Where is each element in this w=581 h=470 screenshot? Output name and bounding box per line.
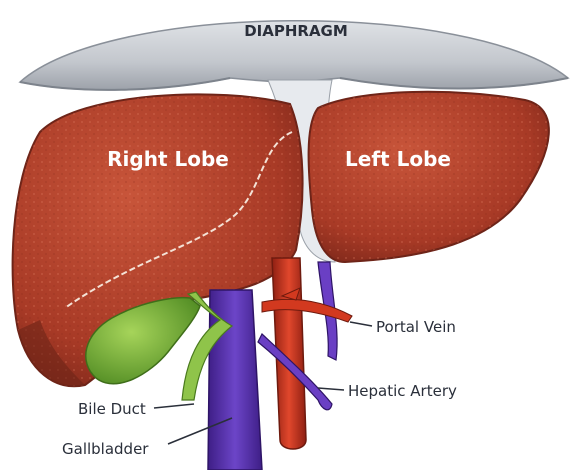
left-lobe-texture: [309, 92, 549, 262]
diaphragm-label: DIAPHRAGM: [244, 22, 348, 40]
bile-duct-label: Bile Duct: [78, 400, 146, 418]
hepatic-artery-leader: [318, 388, 344, 390]
hepatic-artery-label: Hepatic Artery: [348, 382, 457, 400]
portal-vein-leader: [350, 322, 372, 326]
bile-duct-leader: [154, 404, 194, 408]
left-lobe-label: Left Lobe: [345, 147, 451, 171]
gallbladder-label: Gallbladder: [62, 440, 149, 458]
portal-vein-label: Portal Vein: [376, 318, 456, 336]
right-lobe-label: Right Lobe: [107, 147, 229, 171]
